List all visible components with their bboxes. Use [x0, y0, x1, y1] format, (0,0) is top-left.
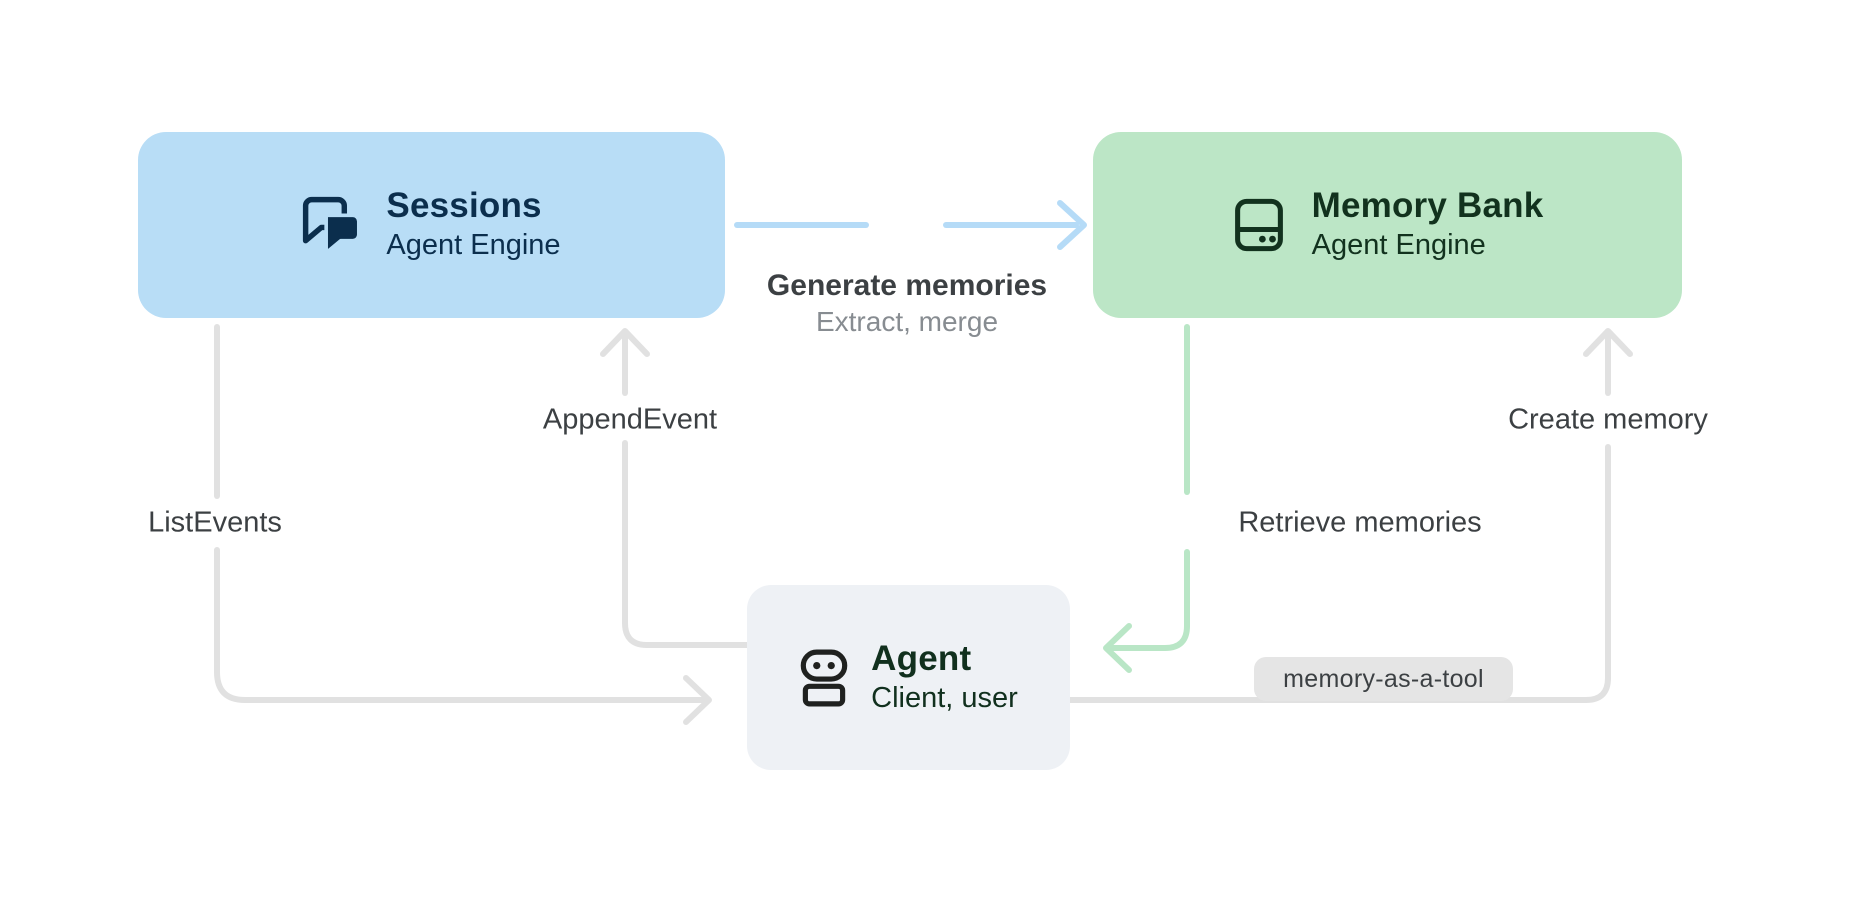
- sparkle-icon: [880, 198, 934, 252]
- agent-node: Agent Client, user: [747, 585, 1070, 770]
- robot-icon: [800, 649, 848, 706]
- create-memory-label: Create memory: [1508, 403, 1708, 436]
- node-title: Agent: [871, 638, 972, 678]
- retrieve-memories-arrow: [1103, 324, 1214, 673]
- generate-memories-label: Generate memories: [766, 269, 1048, 302]
- sparkle-icon: [1160, 495, 1214, 549]
- list-events-label: ListEvents: [148, 506, 282, 539]
- generate-memories-arrow: [734, 198, 1087, 252]
- create-memory-arrow: [1067, 328, 1633, 703]
- node-title: Sessions: [386, 186, 542, 225]
- chat-forum-icon: [303, 196, 361, 254]
- node-subtitle: Client, user: [871, 681, 1018, 714]
- extract-merge-label: Extract, merge: [815, 306, 999, 337]
- retrieve-memories-label: Retrieve memories: [1238, 506, 1482, 539]
- memory-bank-node: Memory Bank Agent Engine: [1093, 132, 1682, 318]
- memory-as-a-tool-badge: memory-as-a-tool: [1254, 657, 1513, 701]
- badge-label: memory-as-a-tool: [1283, 664, 1484, 693]
- memory-storage-icon: [1234, 198, 1283, 252]
- node-subtitle: Agent Engine: [386, 229, 561, 261]
- sessions-node: Sessions Agent Engine: [138, 132, 725, 318]
- append-event-label: AppendEvent: [542, 403, 718, 436]
- node-subtitle: Agent Engine: [1311, 229, 1486, 261]
- node-title: Memory Bank: [1311, 186, 1544, 225]
- list-events-arrow: [214, 324, 712, 725]
- append-event-arrow: [600, 328, 750, 648]
